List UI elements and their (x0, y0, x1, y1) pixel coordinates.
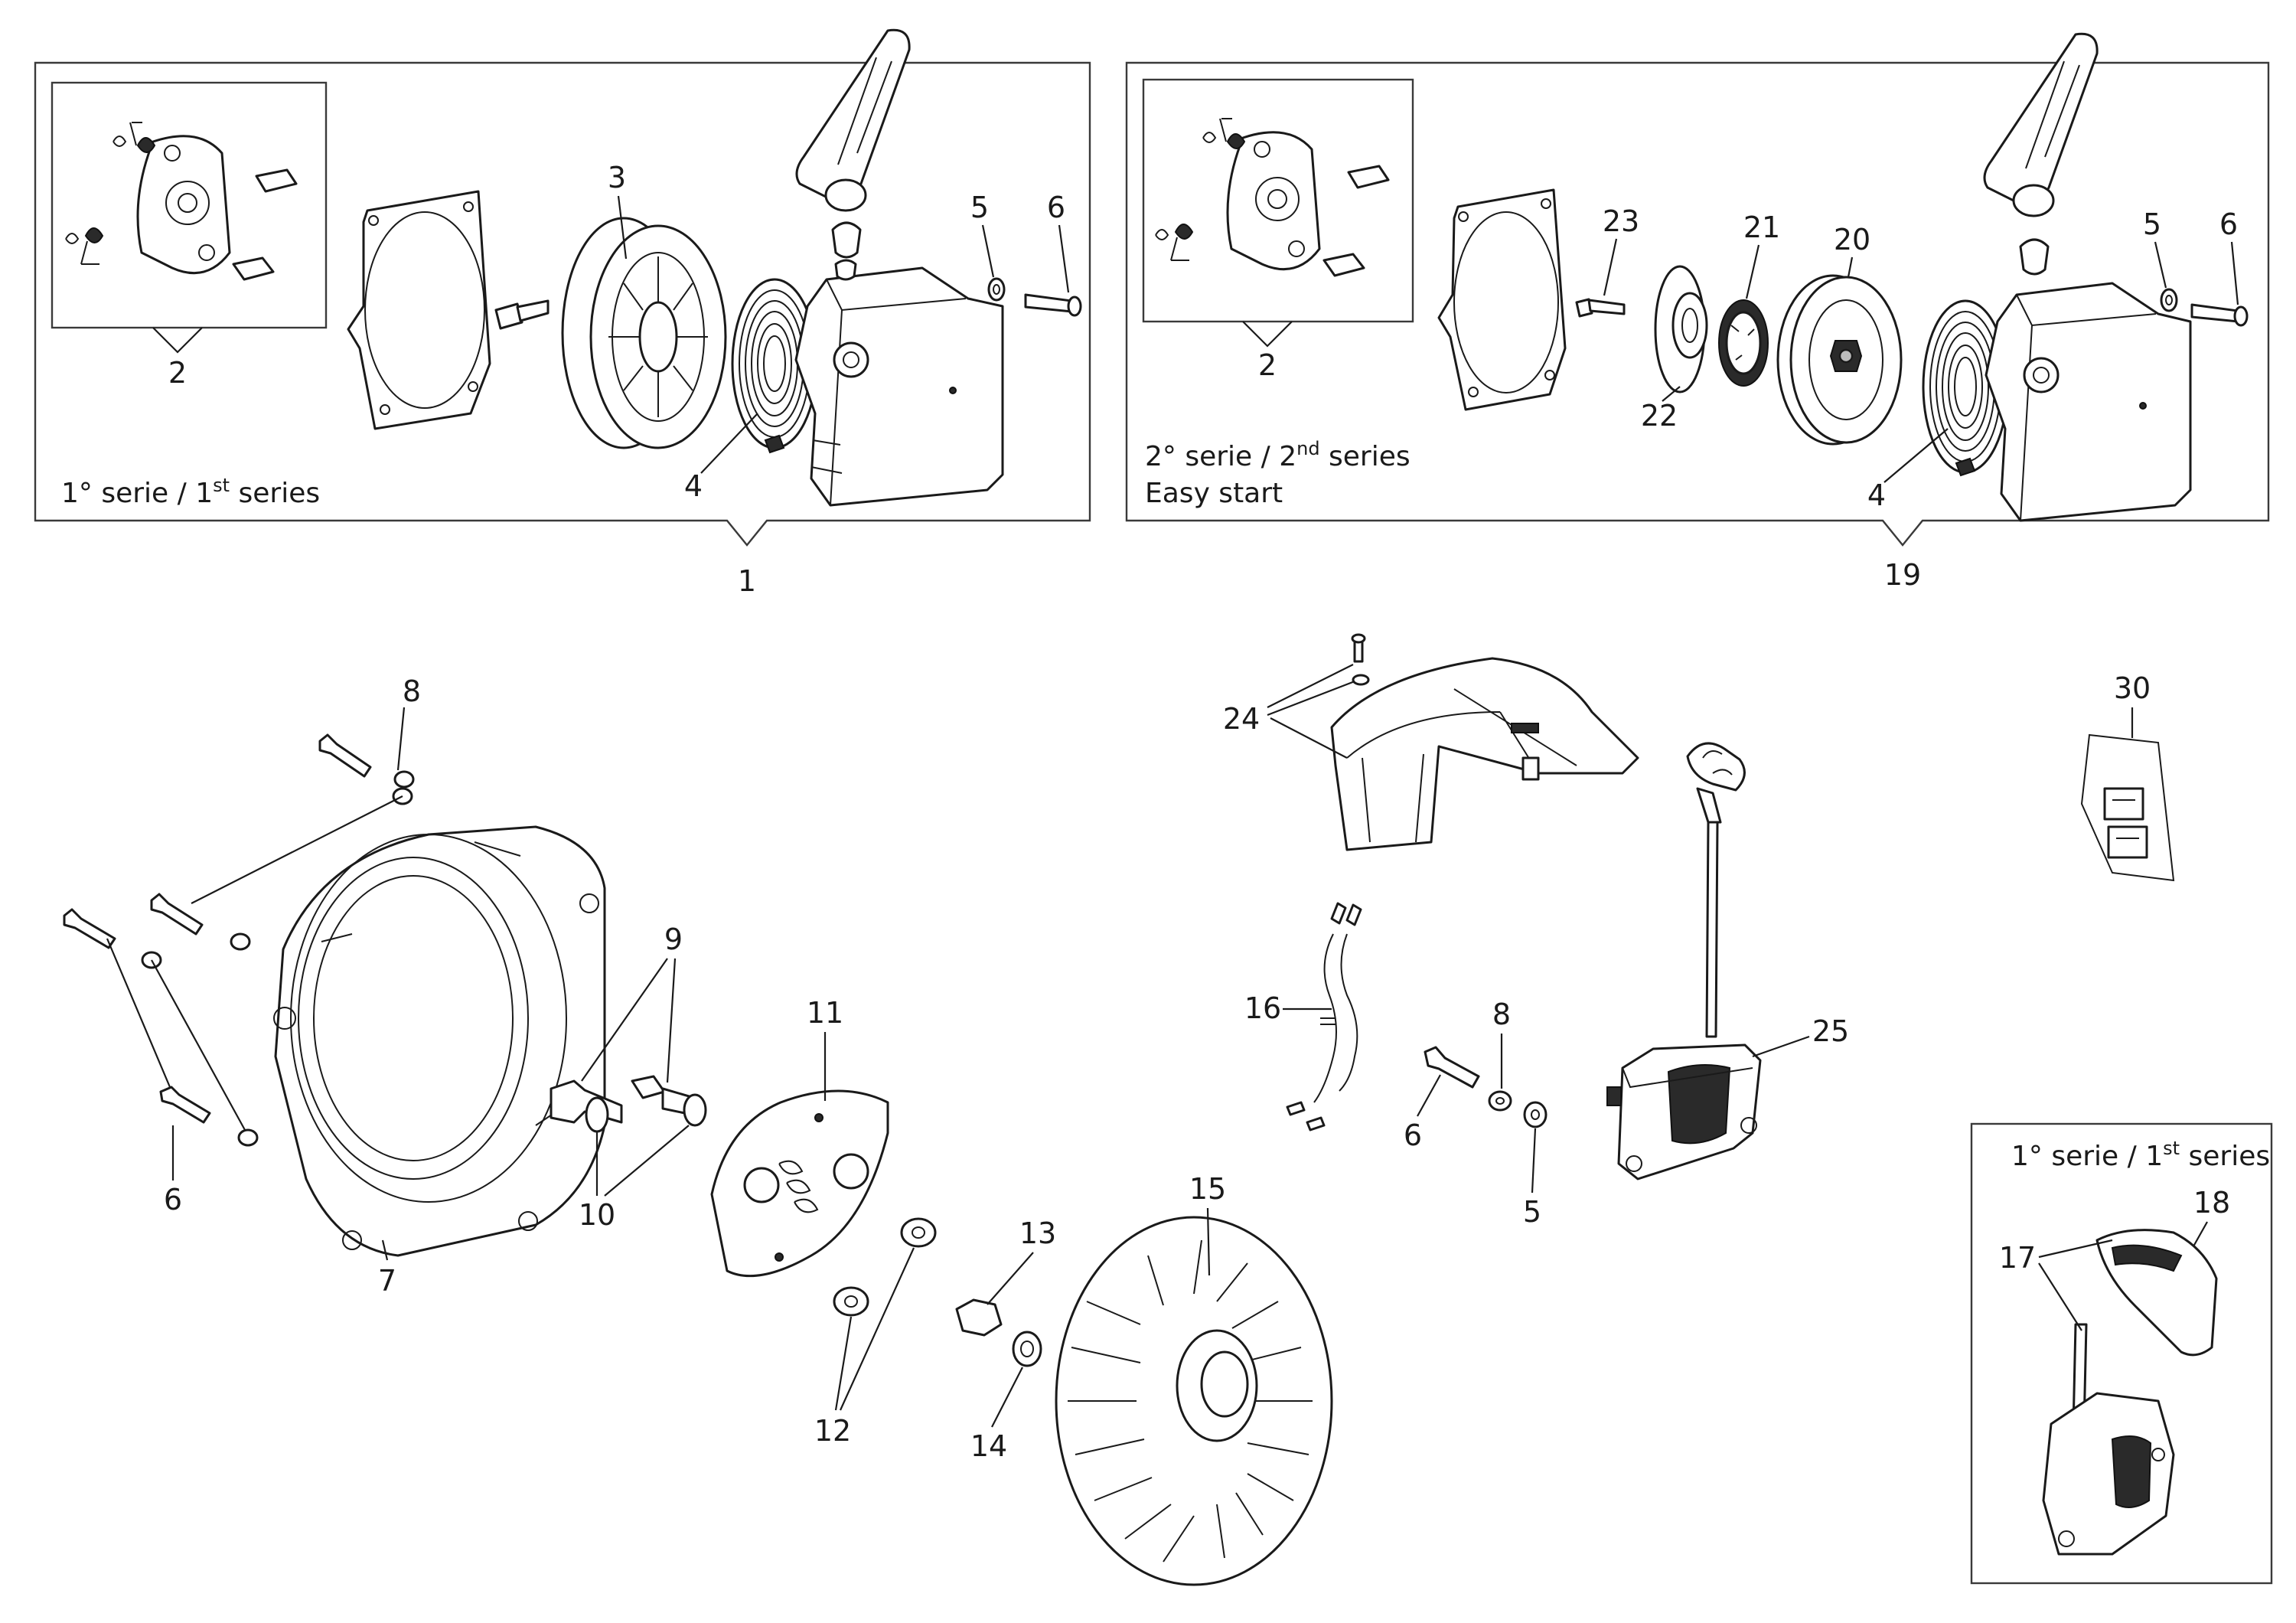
callout-16: 16 (1244, 991, 1281, 1025)
washer-5-right (2160, 288, 2178, 312)
wire-harness-16 (1286, 902, 1362, 1132)
callout-24: 24 (1223, 702, 1260, 736)
pin-9-10-b (631, 1075, 707, 1127)
callout-2-left: 2 (168, 356, 187, 390)
flywheel-15 (1055, 1216, 1333, 1586)
caption-easy-start: Easy start (1145, 478, 1283, 509)
callout-9: 9 (664, 923, 683, 956)
callout-22: 22 (1641, 399, 1678, 433)
callout-17: 17 (1999, 1241, 2036, 1275)
callout-25: 25 (1812, 1014, 1849, 1048)
callout-21: 21 (1743, 211, 1780, 244)
inset-pointer-right (1242, 321, 1293, 348)
ignition-coil-1st-series (2042, 1229, 2218, 1556)
washer-12-b (833, 1286, 869, 1317)
washer-24 (1352, 674, 1370, 686)
nut-13 (955, 1298, 1003, 1337)
callout-15: 15 (1189, 1172, 1226, 1206)
pawl-plate-right (1155, 118, 1390, 277)
inset-box-2-right (1142, 78, 1414, 323)
callout-5-left: 5 (970, 191, 989, 224)
ignition-group: 1° serie / 1st series 24 16 8 6 5 25 30 … (1223, 633, 2273, 1585)
callout-12: 12 (814, 1414, 851, 1448)
decal-30 (2080, 733, 2175, 882)
screw-6-left (1024, 293, 1082, 317)
callout-3: 3 (608, 161, 626, 194)
washer-8-lower (1488, 1090, 1512, 1112)
callout-23: 23 (1603, 204, 1639, 238)
callout-18: 18 (2193, 1186, 2230, 1220)
callout-6-left-top: 6 (1047, 191, 1065, 224)
inset-box-1st-series-ignition (1970, 1122, 2273, 1585)
callout-8-upper: 8 (403, 674, 421, 708)
pin-9-10-a (550, 1079, 623, 1133)
callout-5-right: 5 (2143, 207, 2161, 241)
caption-first-series-inset: 1° serie / 1st series (2011, 1138, 2270, 1172)
washer-14 (1012, 1331, 1042, 1367)
recoil-spring-4-left (731, 278, 818, 454)
box-1st-series (34, 61, 1091, 547)
clutch-11 (710, 1089, 889, 1278)
washer-lower (237, 1128, 259, 1147)
callout-7: 7 (378, 1264, 396, 1298)
ratchet-ring-21 (1718, 299, 1769, 387)
callout-8-lower: 8 (1492, 998, 1511, 1031)
starter-handle-right (1983, 32, 2099, 276)
callout-4-right: 4 (1867, 478, 1886, 512)
callout-19: 19 (1884, 558, 1921, 592)
callout-1: 1 (738, 564, 756, 598)
box-2nd-series (1125, 61, 2270, 547)
callout-14: 14 (970, 1429, 1007, 1463)
starter-1st-series-group: 1° serie / 1st series 2 3 4 5 6 1 (34, 28, 1091, 598)
fan-housing-7 (273, 825, 606, 1257)
rope-pulley-3 (561, 217, 727, 449)
callout-5-lower: 5 (1523, 1195, 1541, 1229)
screw-23 (1575, 298, 1626, 318)
starter-housing-left (794, 266, 1004, 507)
screw-mid (150, 893, 204, 936)
engine-cover (1330, 657, 1639, 851)
pawl-plate-left (65, 122, 298, 281)
pulley-screw-left (494, 299, 550, 330)
washer-8-upper (393, 770, 415, 789)
callout-6-right-top: 6 (2219, 207, 2238, 241)
callout-2-right: 2 (1258, 348, 1277, 382)
fan-housing-group: 8 6 7 9 10 11 12 13 14 15 (63, 674, 1333, 1586)
caption-first-series: 1° serie / 1st series (61, 475, 320, 509)
gasket-plate-left (347, 190, 491, 430)
screw-6-right (2190, 303, 2249, 327)
screw-6-lower (159, 1086, 211, 1124)
gasket-plate-right (1437, 188, 1567, 411)
washer-5-lower (1523, 1101, 1548, 1128)
ignition-coil-25 (1606, 742, 1762, 1181)
starter-handle-left (795, 28, 911, 281)
recoil-spring-4-right (1922, 299, 2009, 477)
screw-6-lower-right (1424, 1046, 1480, 1089)
inset-box-2-left (51, 81, 328, 329)
callout-13: 13 (1019, 1216, 1056, 1250)
washer-12-a (900, 1217, 937, 1248)
callout-6-lower-left: 6 (164, 1183, 182, 1216)
pulley-20 (1776, 274, 1903, 446)
screw-left (63, 908, 116, 949)
starter-housing-right (1985, 282, 2192, 522)
callout-20: 20 (1834, 223, 1870, 256)
flange-22 (1654, 265, 1708, 394)
washer-5-left (987, 277, 1006, 302)
callout-10: 10 (579, 1198, 615, 1232)
callout-4-left: 4 (684, 469, 703, 503)
callout-6-lower-right: 6 (1404, 1118, 1422, 1152)
washer-mid (230, 932, 251, 951)
callout-30: 30 (2114, 671, 2151, 705)
starter-2nd-series-group: 2° serie / 2nd series Easy start 2 23 21… (1125, 32, 2270, 592)
inset-pointer-left (152, 327, 203, 354)
screw-8-upper (318, 733, 372, 778)
caption-second-series: 2° serie / 2nd series (1145, 438, 1411, 472)
callout-11: 11 (807, 996, 843, 1030)
